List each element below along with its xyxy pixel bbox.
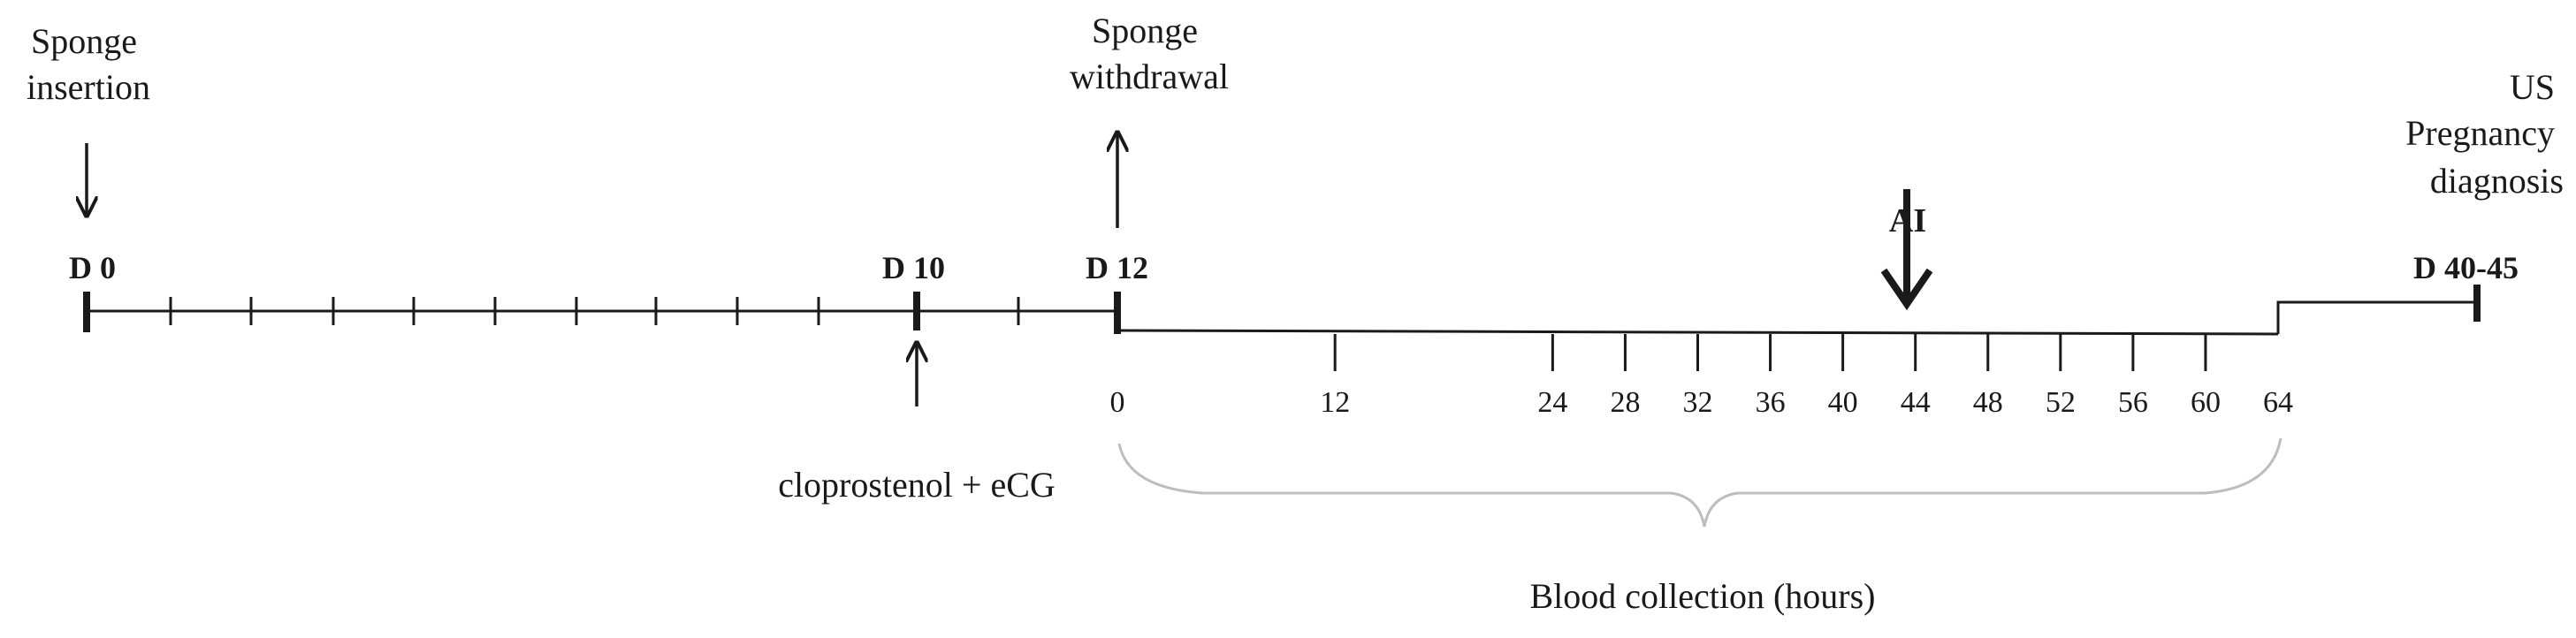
blood-collection-brace (1117, 437, 2283, 528)
hour-label-52: 52 (2046, 386, 2076, 419)
sponge-withdrawal-label: Sponge withdrawal (1070, 11, 1229, 96)
sponge-insertion-label: Sponge insertion (27, 21, 150, 107)
day-10-label: D 10 (882, 250, 945, 285)
hour-label-60: 60 (2191, 386, 2221, 419)
blood-collection-label: Blood collection (hours) (1529, 576, 1875, 616)
hours-timeline (1117, 329, 2279, 336)
hour-ticks (1333, 334, 2207, 371)
hour-labels: 0 12 24 28 32 36 40 44 48 52 56 60 64 (1110, 386, 2294, 419)
hour-label-24: 24 (1537, 386, 1567, 419)
day-0-label: D 0 (69, 250, 116, 285)
hour-label-48: 48 (1973, 386, 2003, 419)
post-ai-timeline (2276, 300, 2477, 334)
hour-label-28: 28 (1610, 386, 1640, 419)
hour-label-40: 40 (1828, 386, 1858, 419)
treatment-label: cloprostenol + eCG (778, 465, 1056, 505)
hour-label-12: 12 (1320, 386, 1350, 419)
day-40-45-label: D 40-45 (2413, 250, 2519, 285)
hour-label-36: 36 (1756, 386, 1786, 419)
ai-arrow-head (1880, 268, 1933, 311)
hour-label-32: 32 (1683, 386, 1713, 419)
day-12-label: D 12 (1086, 250, 1148, 285)
hour-label-56: 56 (2118, 386, 2148, 419)
hour-label-0: 0 (1110, 386, 1125, 419)
day-ticks (83, 285, 2481, 334)
hour-label-44: 44 (1901, 386, 1931, 419)
us-pregnancy-diagnosis-label: US Pregnancy diagnosis (2405, 67, 2564, 201)
hour-label-64: 64 (2263, 386, 2293, 419)
